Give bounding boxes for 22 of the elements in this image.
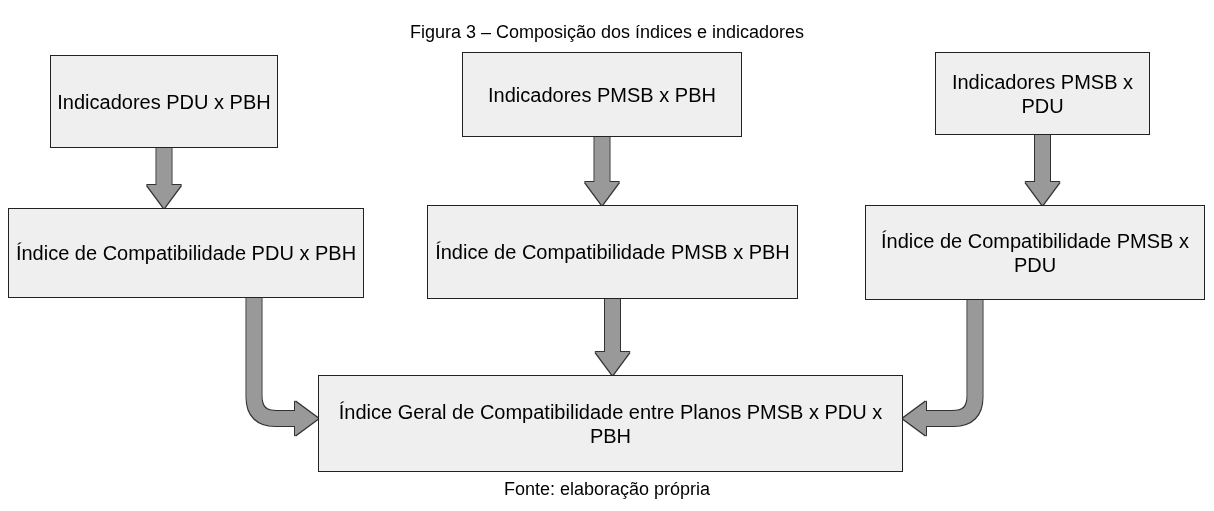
block-arrow	[585, 137, 619, 205]
block-arrow	[246, 298, 318, 436]
box-label: Índice Geral de Compatibilidade entre Planos PMSB x PDU x PBH	[337, 399, 884, 448]
block-arrow	[147, 148, 181, 208]
box-label: Indicadores PMSB x PDU	[950, 69, 1135, 118]
block-arrow	[595, 299, 630, 375]
box-label: Indicadores PMSB x PBH	[488, 82, 716, 107]
process-box	[935, 52, 1150, 135]
process-box	[427, 205, 798, 299]
process-box	[865, 205, 1205, 300]
box-label: Indicadores PDU x PBH	[57, 89, 271, 114]
figure-title: Figura 3 – Composição dos índices e indicadores	[409, 22, 805, 43]
process-box	[50, 55, 278, 148]
source-caption: Fonte: elaboração própria	[503, 479, 711, 500]
box-label: Índice de Compatibilidade PDU x PBH	[15, 241, 357, 265]
block-arrow	[903, 300, 983, 436]
process-box	[8, 208, 364, 298]
block-arrow	[1025, 135, 1060, 205]
process-box	[462, 52, 742, 137]
box-label: Índice de Compatibilidade PMSB x PDU	[880, 228, 1190, 277]
process-box	[318, 375, 903, 472]
box-label: Índice de Compatibilidade PMSB x PBH	[435, 240, 790, 264]
